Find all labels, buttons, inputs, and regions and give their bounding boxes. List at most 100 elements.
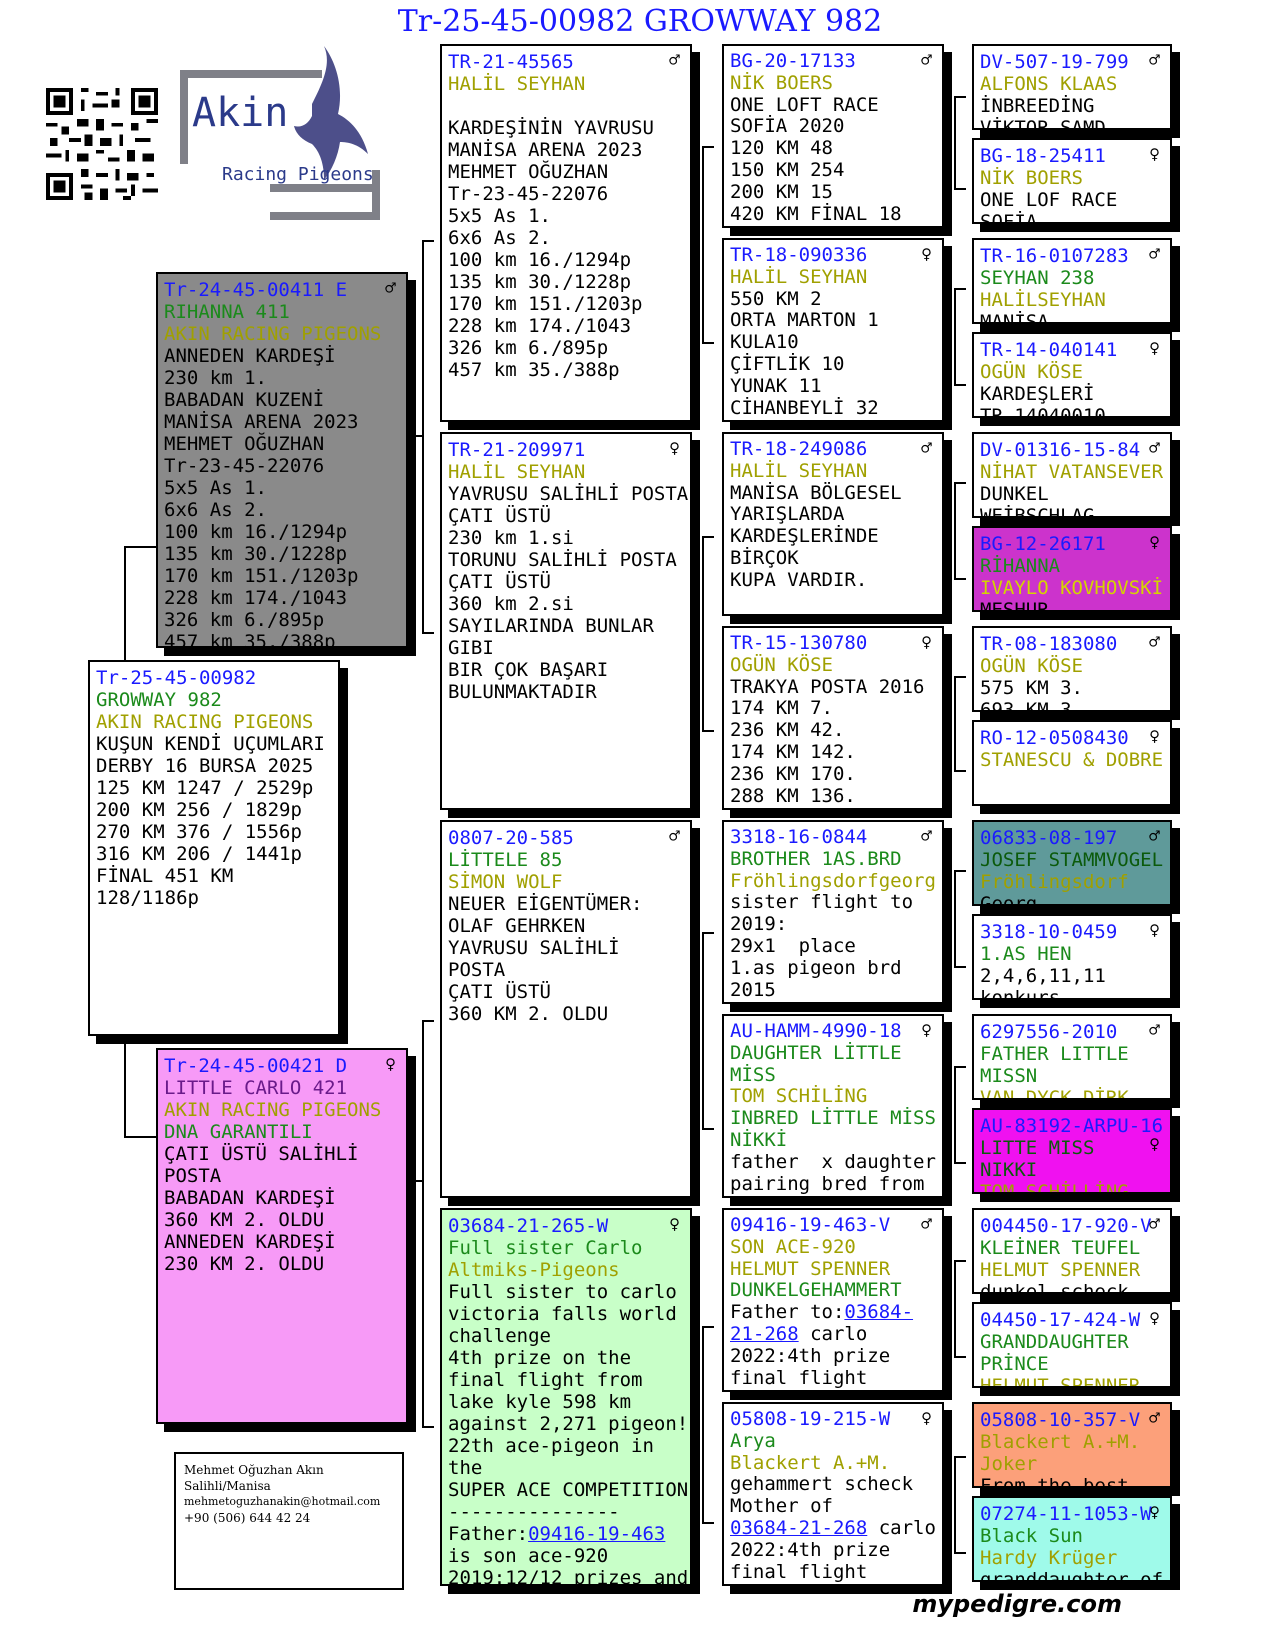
pigeon-name: HALİL SEYHAN bbox=[448, 461, 586, 483]
gen2-card[interactable]: ♀ 03684-21-265-W Full sister Carlo Altmi… bbox=[440, 1208, 692, 1586]
gen4-card[interactable]: ♂ 004450-17-920-V KLEİNER TEUFEL HELMUT … bbox=[972, 1208, 1172, 1294]
gen4-card[interactable]: ♀ RO-12-0508430 STANESCU & DOBRE bbox=[972, 720, 1172, 806]
note-line: BIR ÇOK BAŞARI bbox=[448, 659, 609, 681]
offspring-link-cont[interactable]: 21-268 bbox=[730, 1322, 799, 1345]
note-line: Mother of bbox=[730, 1495, 833, 1518]
gen4-card[interactable]: ♂ 05808-10-357-V Blackert A.+M. Joker Fr… bbox=[972, 1402, 1172, 1488]
note-line: KULA10 bbox=[730, 331, 799, 354]
gen3-card[interactable]: ♀ AU-HAMM-4990-18 DAUGHTER LİTTLE MİSS T… bbox=[722, 1014, 944, 1198]
note-line: NEUER EİGENTÜMER: bbox=[448, 893, 643, 915]
gen3-card[interactable]: ♀ TR-15-130780 OGÜN KÖSE TRAKYA POSTA 20… bbox=[722, 626, 944, 810]
gen4-card[interactable]: ♀ 04450-17-424-W GRANDDAUGHTER PRİNCE HE… bbox=[972, 1302, 1172, 1388]
ring-number: TR-14-040141 bbox=[980, 339, 1118, 361]
ring-number: TR-21-209971 bbox=[448, 439, 586, 461]
pigeon-name: OGÜN KÖSE bbox=[730, 653, 833, 676]
owner-name: AKIN RACING PIGEONS bbox=[164, 1099, 382, 1121]
pigeon-name: HALİL SEYHAN bbox=[448, 73, 586, 95]
pigeon-name: Blackert A.+M. bbox=[980, 1431, 1141, 1453]
footer-brand[interactable]: mypedigre.com bbox=[912, 1590, 1122, 1618]
pigeon-name: HALİL SEYHAN bbox=[730, 265, 868, 288]
pigeon-name: JOSEF STAMMVOGEL bbox=[980, 849, 1164, 871]
pigeon-name: OGÜN KÖSE bbox=[980, 361, 1083, 383]
note-line: MANİSA ARENA 2023 bbox=[448, 139, 643, 161]
note-line: OLAF GEHRKEN bbox=[448, 915, 586, 937]
gen2-card[interactable]: ♂ 0807-20-585 LİTTELE 85 SİMON WOLF NEUE… bbox=[440, 820, 692, 1198]
pigeon-name: RİHANNA bbox=[980, 555, 1061, 577]
gen4-card[interactable]: ♂ 06833-08-197 JOSEF STAMMVOGEL Fröhling… bbox=[972, 820, 1172, 906]
offspring-link[interactable]: 03684-21-268 bbox=[730, 1516, 868, 1539]
pigeon-name: 1.AS HEN bbox=[980, 943, 1072, 965]
note-line: GIBI bbox=[448, 637, 494, 659]
male-icon: ♂ bbox=[1149, 50, 1160, 71]
note-line: MANİSA ARENA 2023 bbox=[164, 411, 359, 433]
male-icon: ♂ bbox=[1149, 1214, 1160, 1235]
note-line: From the best bbox=[980, 1475, 1129, 1488]
male-icon: ♂ bbox=[669, 826, 680, 847]
note-line: DERBY 16 BURSA 2025 bbox=[96, 755, 314, 777]
gen4-card[interactable]: ♂ TR-16-0107283 SEYHAN 238 HALİLSEYHAN M… bbox=[972, 238, 1172, 324]
father-link[interactable]: 09416-19-463 bbox=[528, 1523, 666, 1545]
owner-name: Blackert A.+M. bbox=[730, 1451, 891, 1474]
owner-name: Joker bbox=[980, 1453, 1038, 1475]
owner-name: IVAYLO KOVHOVSKİ bbox=[980, 577, 1164, 599]
note-line: ONE LOFT RACE bbox=[730, 93, 879, 116]
note-line: KUPA VARDIR. bbox=[730, 568, 868, 591]
gen4-card[interactable]: ♀ BG-12-26171 RİHANNA IVAYLO KOVHOVSKİ M… bbox=[972, 526, 1172, 612]
gen3-card[interactable]: ♂ TR-18-249086 HALİL SEYHAN MANİSA BÖLGE… bbox=[722, 432, 944, 616]
ring-number: TR-18-249086 bbox=[730, 438, 868, 460]
sire-card[interactable]: ♂ Tr-24-45-00411 E RIHANNA 411 AKIN RACI… bbox=[156, 272, 408, 648]
note-line: 128/1186p bbox=[96, 887, 199, 909]
subject-card[interactable]: Tr-25-45-00982 GROWWAY 982 AKIN RACING P… bbox=[88, 660, 340, 1036]
gen4-card[interactable]: ♂ DV-01316-15-84 NİHAT VATANSEVER DUNKEL… bbox=[972, 432, 1172, 518]
offspring-link[interactable]: 03684- bbox=[844, 1301, 914, 1324]
gen3-card[interactable]: ♂ 09416-19-463-V SON ACE-920 HELMUT SPEN… bbox=[722, 1208, 944, 1392]
notes: dunkel scheck bbox=[980, 1281, 1164, 1292]
pigeon-name: LİTTELE 85 bbox=[448, 849, 563, 871]
note-line: 288 KM 136. bbox=[730, 784, 856, 807]
note-line: is son ace-920 bbox=[448, 1545, 609, 1567]
male-icon: ♂ bbox=[1149, 1020, 1160, 1041]
gen3-card[interactable]: ♀ 05808-19-215-W Arya Blackert A.+M. geh… bbox=[722, 1402, 944, 1586]
gen4-card[interactable]: ♂ TR-08-183080 OGÜN KÖSE 575 KM 3.693 KM… bbox=[972, 626, 1172, 712]
contact-email[interactable]: mehmetoguzhanakin@hotmail.com bbox=[184, 1495, 381, 1508]
note-line: 174 KM 7. bbox=[730, 697, 833, 720]
note-line: 575 KM 3. bbox=[980, 677, 1083, 699]
note-line: 29x1 place bbox=[730, 934, 856, 957]
gen4-card[interactable]: ♂ 6297556-2010 FATHER LITTLE MISSN VAN D… bbox=[972, 1014, 1172, 1100]
note-line: 100 km 16./1294p bbox=[448, 249, 632, 271]
female-icon: ♀ bbox=[1149, 338, 1160, 359]
note-line: 326 km 6./895p bbox=[448, 337, 609, 359]
note-line: granddaughter of bbox=[980, 1569, 1164, 1582]
gen4-card[interactable]: ♀ 07274-11-1053-W Black Sun Hardy Krüger… bbox=[972, 1496, 1172, 1582]
gen2-card[interactable]: ♀ TR-21-209971 HALİL SEYHAN YAVRUSU SALİ… bbox=[440, 432, 692, 810]
pigeon-name-cont: NIKKI bbox=[980, 1159, 1038, 1181]
pigeon-name-cont: MISSN bbox=[980, 1065, 1038, 1087]
gen2-card[interactable]: ♂ TR-21-45565 HALİL SEYHAN KARDEŞİNİN YA… bbox=[440, 44, 692, 422]
gen3-card[interactable]: ♂ 3318-16-0844 BROTHER 1AS.BRD Fröhlings… bbox=[722, 820, 944, 1004]
male-icon: ♂ bbox=[1149, 1408, 1160, 1429]
gen4-card[interactable]: ♀ AU-83192-ARPU-16 LITTE MISS NIKKI TOM … bbox=[972, 1108, 1172, 1194]
pigeon-name: OGÜN KÖSE bbox=[980, 655, 1083, 677]
male-icon: ♂ bbox=[1149, 826, 1160, 847]
owner-name: HALİLSEYHAN bbox=[980, 289, 1106, 311]
note-line: Tr-23-45-22076 bbox=[164, 455, 325, 477]
note-line: YAVRUSU SALİHLİ bbox=[448, 937, 620, 959]
dam-card[interactable]: ♀ Tr-24-45-00421 D LITTLE CARLO 421 AKIN… bbox=[156, 1048, 408, 1424]
note-line: 230 km 1. bbox=[164, 367, 267, 389]
note-line: MANİSA bbox=[980, 311, 1049, 324]
